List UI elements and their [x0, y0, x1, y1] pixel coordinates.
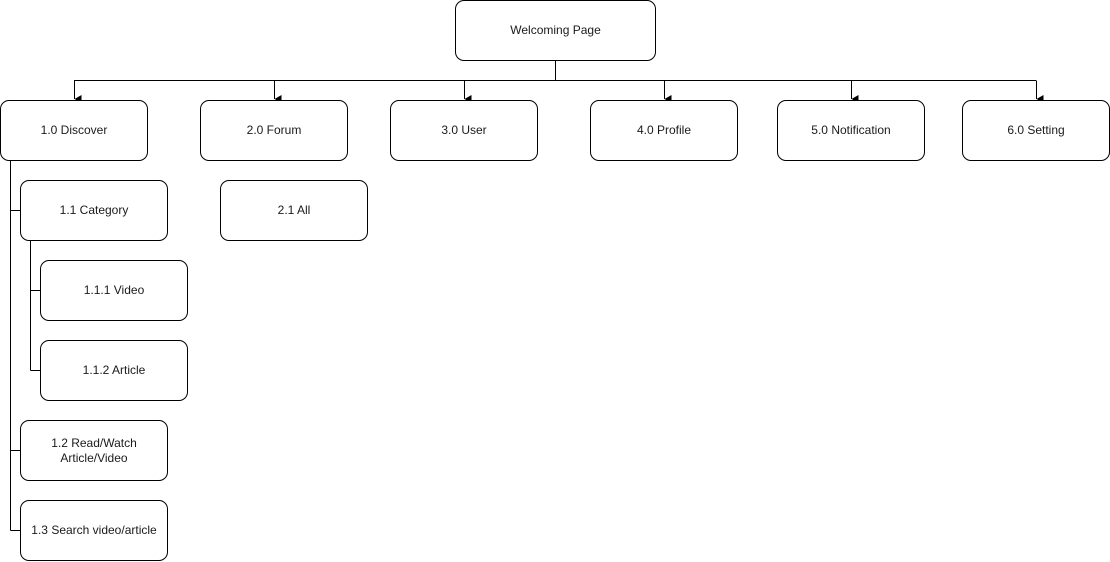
profile-label: 4.0 Profile [636, 123, 692, 137]
profile-node: 4.0 Profile [590, 100, 738, 161]
setting-label: 6.0 Setting [1007, 123, 1065, 137]
notification-node: 5.0 Notification [777, 100, 925, 161]
search-node: 1.3 Search video/article [20, 500, 168, 561]
search-label: 1.3 Search video/article [31, 523, 157, 537]
read-watch-label: 1.2 Read/Watch Article/Video [51, 435, 137, 465]
category-node: 1.1 Category [20, 180, 168, 241]
discover-label: 1.0 Discover [40, 123, 108, 137]
welcoming-page-label: Welcoming Page [510, 23, 601, 37]
category-label: 1.1 Category [59, 203, 129, 217]
forum-all-label: 2.1 All [277, 203, 311, 217]
forum-all-node: 2.1 All [220, 180, 368, 241]
user-node: 3.0 User [390, 100, 538, 161]
discover-node: 1.0 Discover [0, 100, 148, 161]
article-node: 1.1.2 Article [40, 340, 188, 401]
video-node: 1.1.1 Video [40, 260, 188, 321]
forum-node: 2.0 Forum [200, 100, 348, 161]
setting-node: 6.0 Setting [962, 100, 1110, 161]
forum-label: 2.0 Forum [246, 123, 302, 137]
article-label: 1.1.2 Article [82, 363, 146, 377]
welcoming-page-node: Welcoming Page [455, 0, 656, 61]
video-label: 1.1.1 Video [83, 283, 145, 297]
read-watch-node: 1.2 Read/Watch Article/Video [20, 420, 168, 481]
notification-label: 5.0 Notification [811, 123, 891, 137]
user-label: 3.0 User [441, 123, 487, 137]
